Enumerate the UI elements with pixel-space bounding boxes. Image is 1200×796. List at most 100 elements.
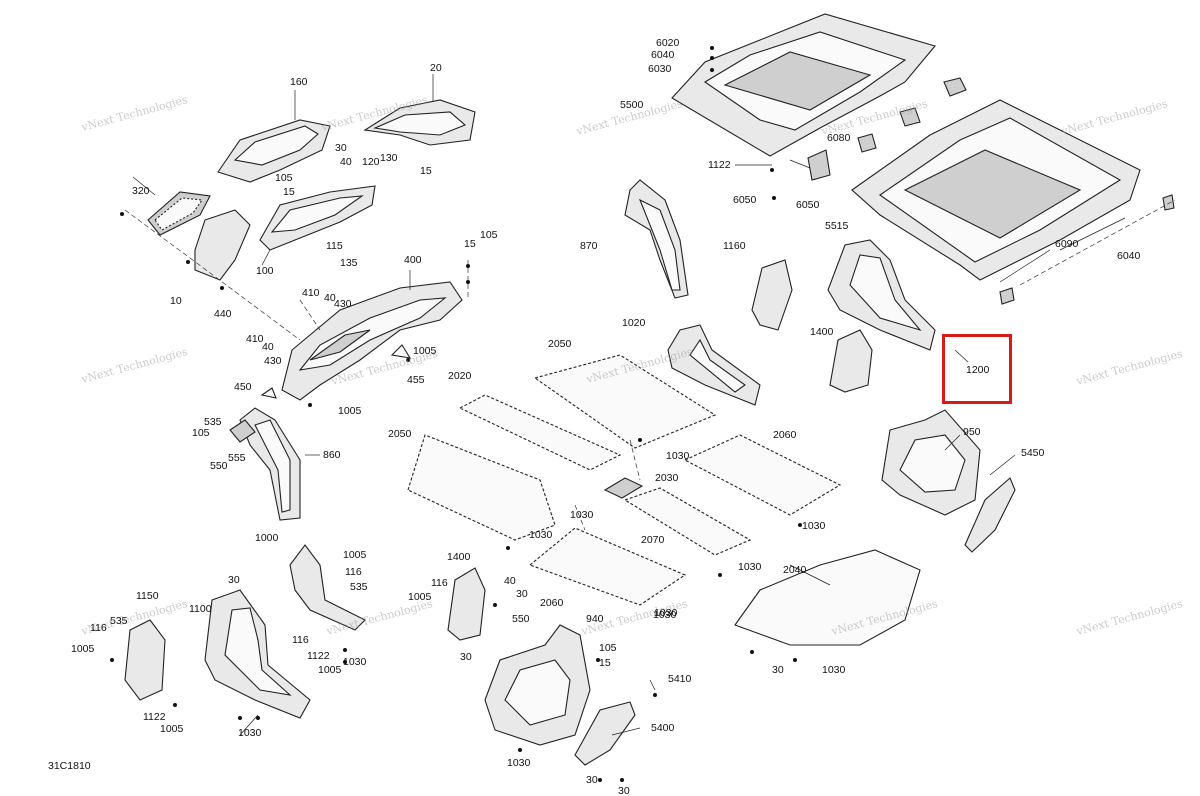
callout-2040[interactable]: 2040 [783,564,807,576]
callout-1005[interactable]: 1005 [160,723,184,735]
side-pillar-860[interactable] [239,407,301,521]
floor-mat-2050-top[interactable] [533,354,717,449]
callout-950[interactable]: 950 [963,426,981,438]
callout-430[interactable]: 430 [264,355,282,367]
callout-5400[interactable]: 5400 [651,722,675,734]
rear-fender-940[interactable] [484,624,591,746]
callout-30[interactable]: 30 [335,142,347,154]
callout-30[interactable]: 30 [586,774,598,786]
clip-455[interactable] [390,344,412,359]
callout-1020[interactable]: 1020 [622,317,646,329]
callout-135[interactable]: 135 [340,257,358,269]
callout-105[interactable]: 105 [480,229,498,241]
bracket-535[interactable] [229,419,256,443]
trim-panel-1160[interactable] [751,259,793,331]
callout-2050[interactable]: 2050 [388,428,412,440]
callout-1005[interactable]: 1005 [318,664,342,676]
callout-1005[interactable]: 1005 [408,591,432,603]
callout-1122[interactable]: 1122 [708,159,731,171]
callout-860[interactable]: 860 [323,449,341,461]
callout-2060[interactable]: 2060 [773,429,797,441]
callout-30[interactable]: 30 [618,785,630,796]
callout-15[interactable]: 15 [464,238,476,250]
rear-fender-950[interactable] [881,409,981,516]
callout-30[interactable]: 30 [516,588,528,600]
callout-20[interactable]: 20 [430,62,442,74]
callout-6050[interactable]: 6050 [796,199,820,211]
callout-1005[interactable]: 1005 [71,643,95,655]
callout-30[interactable]: 30 [772,664,784,676]
callout-130[interactable]: 130 [380,152,398,164]
callout-455[interactable]: 455 [407,374,425,386]
callout-30[interactable]: 30 [228,574,240,586]
callout-6020[interactable]: 6020 [656,37,680,49]
rocker-rail-1100[interactable] [204,589,311,719]
roof-panel-rear[interactable] [851,99,1141,281]
grille[interactable] [147,191,211,236]
callout-1000[interactable]: 1000 [255,532,279,544]
callout-2050[interactable]: 2050 [548,338,572,350]
callout-2070[interactable]: 2070 [641,534,665,546]
floor-mat-2060-right[interactable] [683,434,842,516]
callout-6040[interactable]: 6040 [651,49,675,61]
callout-15[interactable]: 15 [283,186,295,198]
callout-2060[interactable]: 2060 [540,597,564,609]
callout-10[interactable]: 10 [170,295,182,307]
floor-mat-2060-center[interactable] [528,527,687,606]
trim-panel-1400-right[interactable] [829,329,873,393]
callout-1005[interactable]: 1005 [343,549,367,561]
floor-mat-2050-left[interactable] [407,434,556,541]
callout-2030[interactable]: 2030 [655,472,679,484]
hood-cover[interactable] [217,119,331,183]
callout-535[interactable]: 535 [110,615,128,627]
callout-550[interactable]: 550 [210,460,228,472]
callout-6040[interactable]: 6040 [1117,250,1141,262]
roof-panel-front[interactable] [671,13,936,157]
floor-mat-2020[interactable] [458,394,622,471]
callout-6080[interactable]: 6080 [827,132,851,144]
callout-116[interactable]: 116 [345,566,362,578]
callout-1400[interactable]: 1400 [810,326,834,338]
callout-1005[interactable]: 1005 [338,405,362,417]
callout-870[interactable]: 870 [580,240,598,252]
floor-mat-2030[interactable] [603,477,644,499]
callout-450[interactable]: 450 [234,381,252,393]
callout-555[interactable]: 555 [228,452,246,464]
callout-320[interactable]: 320 [132,185,150,197]
callout-1030[interactable]: 1030 [653,609,677,621]
callout-40[interactable]: 40 [262,341,274,353]
callout-5515[interactable]: 5515 [825,220,849,232]
rocker-rail-1000[interactable] [289,544,366,631]
callout-1122[interactable]: 1122 [307,650,330,662]
callout-1400[interactable]: 1400 [447,551,471,563]
callout-160[interactable]: 160 [290,76,308,88]
callout-1030[interactable]: 1030 [343,656,367,668]
callout-1150[interactable]: 1150 [136,590,159,602]
callout-1160[interactable]: 1160 [723,240,746,252]
callout-116[interactable]: 116 [431,577,448,589]
callout-15[interactable]: 15 [599,657,611,669]
callout-1030[interactable]: 1030 [802,520,826,532]
floor-rail-1020[interactable] [667,324,761,406]
callout-440[interactable]: 440 [214,308,232,320]
callout-120[interactable]: 120 [362,156,380,168]
callout-430[interactable]: 430 [334,298,352,310]
callout-940[interactable]: 940 [586,613,604,625]
callout-40[interactable]: 40 [504,575,516,587]
callout-116[interactable]: 116 [90,622,107,634]
callout-6050[interactable]: 6050 [733,194,757,206]
callout-550[interactable]: 550 [512,613,530,625]
callout-400[interactable]: 400 [404,254,422,266]
dash-panel[interactable] [259,185,376,251]
callout-1030[interactable]: 1030 [822,664,846,676]
callout-535[interactable]: 535 [350,581,368,593]
panel-5400[interactable] [574,701,636,766]
callout-115[interactable]: 115 [326,240,343,252]
callout-40[interactable]: 40 [340,156,352,168]
roof-brackets[interactable] [807,77,1175,305]
callout-30[interactable]: 30 [460,651,472,663]
floor-mat-2070[interactable] [623,487,752,556]
main-dashboard[interactable] [281,281,463,401]
callout-105[interactable]: 105 [275,172,293,184]
callout-5450[interactable]: 5450 [1021,447,1045,459]
